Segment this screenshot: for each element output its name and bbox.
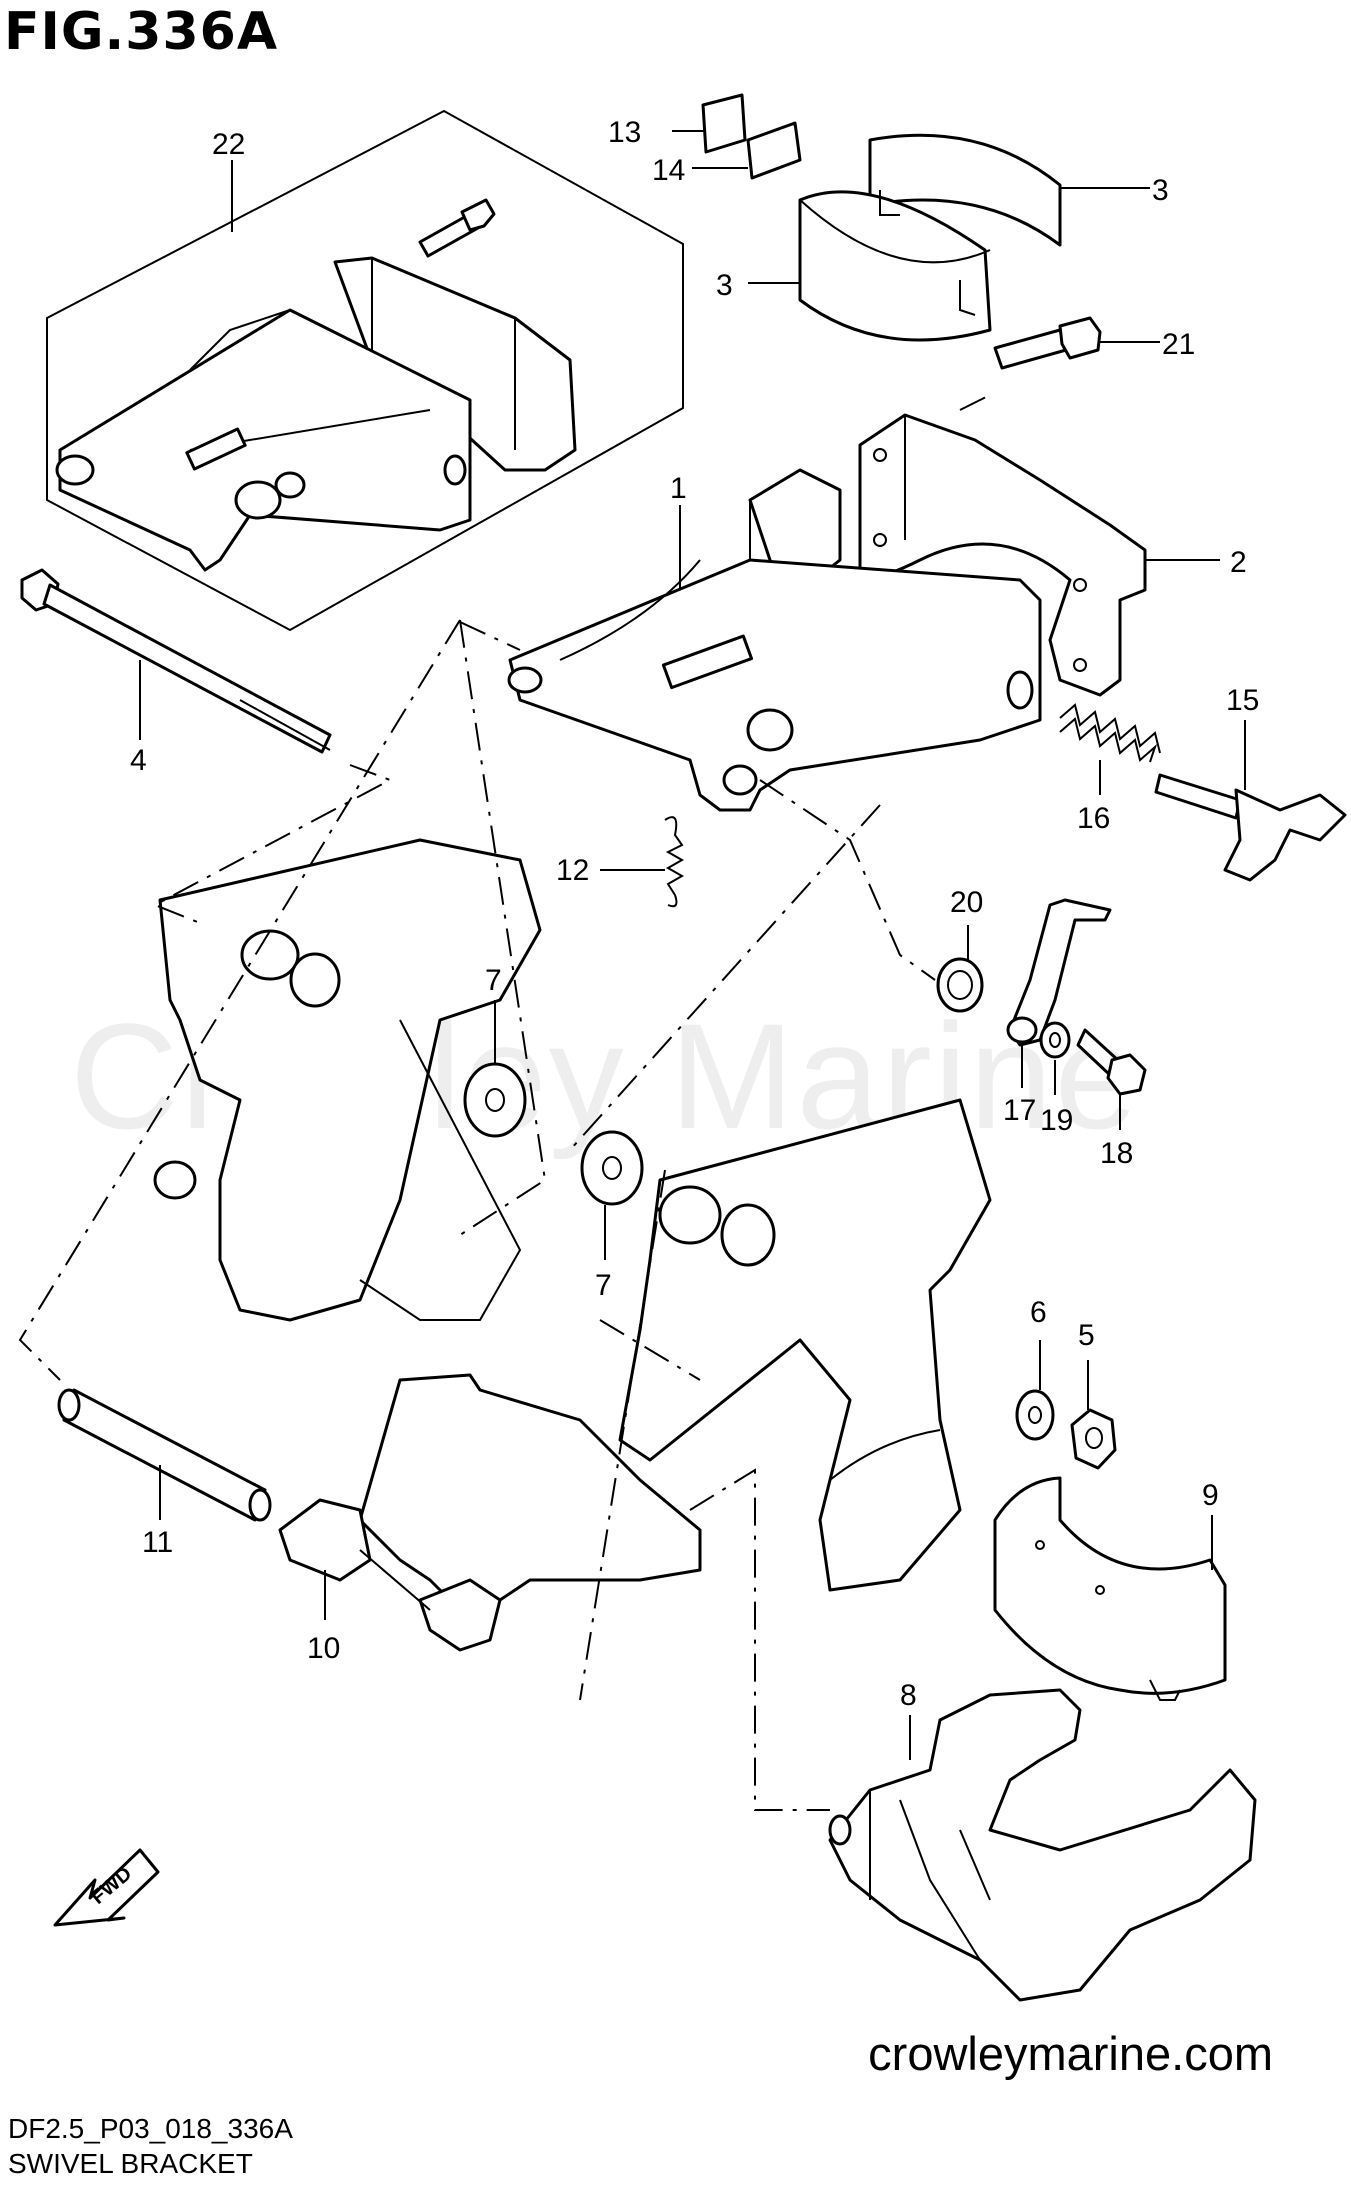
- part-8-lower-bracket: [828, 1688, 1257, 2002]
- part-22-assembly: [46, 109, 684, 632]
- part-15-wing-screw: [1154, 773, 1347, 882]
- part-16-spring: [1059, 703, 1161, 763]
- part-6-washer: [1015, 1389, 1055, 1441]
- part-4-bolt: [20, 568, 332, 754]
- callout-22: 22: [212, 128, 245, 161]
- callout-7-upper: 7: [485, 964, 502, 997]
- callout-20: 20: [950, 886, 983, 919]
- callout-18: 18: [1100, 1137, 1133, 1170]
- part-17-lever: [1006, 898, 1112, 1047]
- part-20-ring: [936, 957, 984, 1013]
- assembly-lines: [18, 394, 991, 1811]
- part-13-pad: [701, 93, 747, 154]
- callout-1: 1: [670, 472, 687, 505]
- part-3-bushes: [798, 133, 1062, 342]
- part-21-bolt: [993, 316, 1102, 370]
- callout-15: 15: [1226, 684, 1259, 717]
- callout-9: 9: [1202, 1479, 1219, 1512]
- callout-21: 21: [1162, 328, 1195, 361]
- callout-6: 6: [1030, 1296, 1047, 1329]
- part-11-pin: [57, 1388, 272, 1522]
- right-swivel-arm: [618, 1098, 992, 1592]
- fwd-arrow: FWD: [53, 1848, 160, 1927]
- callout-16: 16: [1077, 802, 1110, 835]
- callout-3-top: 3: [1152, 174, 1169, 207]
- part-10-stopper: [278, 1373, 702, 1652]
- callouts: 22 13 14 3 3 21 1 2 4 15 16 12 20 7 17 1…: [130, 116, 1259, 1712]
- part-12-spring: [664, 816, 685, 908]
- callout-2: 2: [1230, 546, 1247, 579]
- callout-8: 8: [900, 1679, 917, 1712]
- figure-title: FIG.336A: [4, 2, 279, 62]
- part-19-washer: [1039, 1021, 1071, 1059]
- callout-14: 14: [652, 154, 685, 187]
- figure-name: SWIVEL BRACKET: [8, 2148, 253, 2179]
- part-7-washers: [463, 1062, 644, 1206]
- leader-lines: [139, 130, 1246, 1760]
- figure-code: DF2.5_P03_018_336A: [8, 2113, 293, 2144]
- callout-10: 10: [307, 1632, 340, 1665]
- part-1-bracket: [507, 468, 1042, 812]
- callout-12: 12: [556, 854, 589, 887]
- part-9-shield: [993, 1476, 1227, 1701]
- callout-13: 13: [608, 116, 641, 149]
- callout-4: 4: [130, 744, 147, 777]
- callout-7-lower: 7: [595, 1269, 612, 1302]
- callout-17: 17: [1003, 1094, 1036, 1127]
- part-14-pad: [746, 121, 802, 180]
- website-label: crowleymarine.com: [868, 2027, 1273, 2080]
- callout-5: 5: [1078, 1319, 1095, 1352]
- part-5-nut: [1070, 1408, 1117, 1470]
- left-swivel-arm: [153, 838, 542, 1322]
- callout-19: 19: [1040, 1104, 1073, 1137]
- callout-11: 11: [142, 1526, 173, 1559]
- part-18-bolt: [1076, 1028, 1147, 1096]
- callout-3-bottom: 3: [716, 269, 733, 302]
